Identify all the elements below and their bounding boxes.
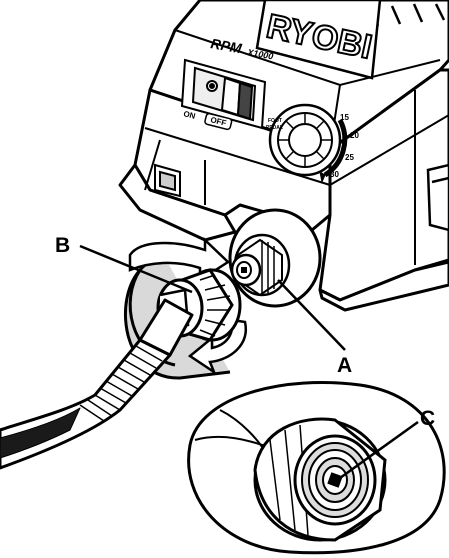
callout-c: C: [339, 407, 435, 480]
dial-mark-15: 15: [340, 113, 349, 122]
right-bracket: [426, 163, 449, 232]
dial-mark-25: 25: [345, 153, 354, 162]
callout-c-label: C: [420, 407, 435, 430]
dial-mark-30: 30: [330, 170, 339, 179]
callout-b: B: [55, 234, 193, 294]
callout-a-label: A: [337, 354, 352, 377]
model-suffix: X1000: [246, 47, 274, 62]
flex-shaft: [0, 298, 194, 470]
foot-pedal-label-2: PEDAL: [266, 125, 283, 131]
switch-on-label: ON: [183, 109, 197, 121]
magnified-inset: [187, 381, 446, 555]
foot-pedal-label-1: FOOT: [268, 118, 282, 124]
model-prefix: RPM: [209, 35, 243, 56]
switch-off-label: OFF: [210, 115, 228, 128]
ryobi-logo: RYOBI: [255, 0, 382, 80]
speed-dial[interactable]: [268, 103, 348, 184]
callout-b-label: B: [55, 234, 70, 257]
switch-off-badge: [204, 112, 233, 131]
dial-mark-20: 20: [350, 131, 359, 140]
output-spindle: [228, 208, 322, 308]
power-switch[interactable]: [180, 58, 267, 130]
side-latch: [154, 163, 181, 198]
callout-a: A: [277, 279, 352, 377]
